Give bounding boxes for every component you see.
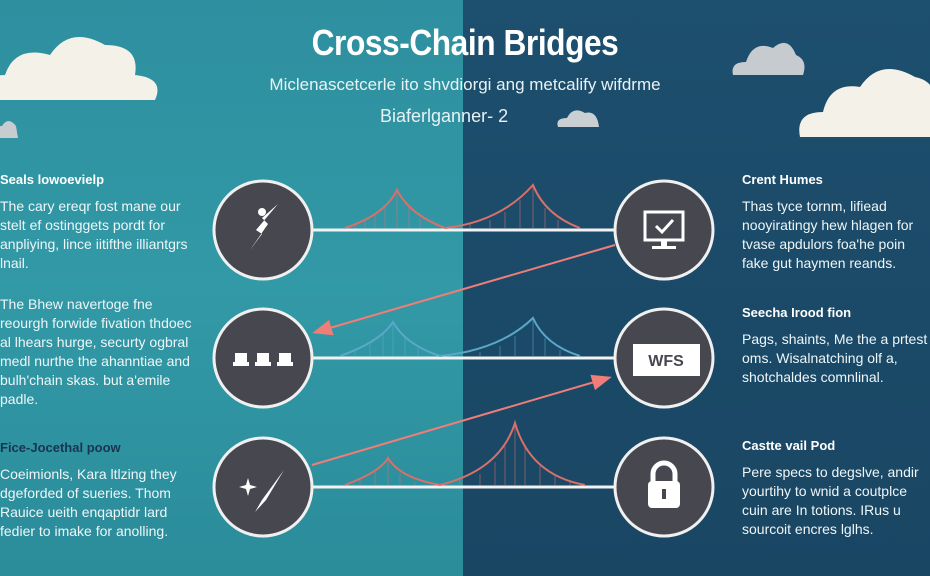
section-body: The Bhew navertoge fne reourgh forwide f…: [0, 296, 192, 407]
arrow-connector: [312, 244, 616, 336]
section-heading: Fice-Jocethal poow: [0, 440, 121, 455]
cloud-icon: [732, 42, 805, 75]
cloud-icon: [0, 121, 18, 138]
subtitle: Miclenascetcerle ito shvdiorgi ang metca…: [269, 75, 661, 94]
page-title: Cross-Chain Bridges: [311, 22, 619, 63]
right-section-3: Castte vail Pod Pere specs to degslve, a…: [742, 438, 930, 539]
left-section-1: Seals lowoevielp The cary ereqr fost man…: [0, 172, 200, 273]
section-body: Pags, shaints, Me the a prtest oms. Wisa…: [742, 331, 928, 385]
section-body: Coeimionls, Kara ltlzing they dgeforded …: [0, 466, 177, 539]
subtitle-secondary: Biaferlganner- 2: [380, 106, 509, 126]
sparkle-tool-icon: [212, 436, 314, 538]
section-heading: Crent Humes: [742, 172, 823, 187]
right-section-2: Seecha Irood fion Pags, shaints, Me the …: [742, 305, 930, 387]
section-body: The cary ereqr fost mane our stelt ef os…: [0, 198, 188, 271]
section-body: Thas tyce tornm, lifiead nooyiratingy he…: [742, 198, 914, 271]
monitor-check-icon: [613, 179, 715, 281]
section-heading: Seals lowoevielp: [0, 172, 105, 187]
section-body: Pere specs to degslve, andir yourtihy to…: [742, 464, 919, 537]
cloud-icon: [557, 110, 599, 127]
wfs-label: WFS: [648, 353, 684, 370]
cloud-icon: [0, 37, 158, 100]
right-section-1: Crent Humes Thas tyce tornm, lifiead noo…: [742, 172, 930, 273]
wfs-badge-icon: WFS: [613, 307, 715, 409]
padlock-icon: [613, 436, 715, 538]
section-heading: Seecha Irood fion: [742, 305, 852, 320]
rocket-icon: [212, 179, 314, 281]
servers-icon: [212, 307, 314, 409]
bridge-row-3: [313, 419, 615, 489]
cloud-icon: [799, 69, 930, 137]
arrow-connector: [311, 374, 612, 466]
bridge-row-1: [313, 183, 615, 232]
bridge-row-2: [313, 316, 615, 360]
left-section-3: Fice-Jocethal poow Coeimionls, Kara ltlz…: [0, 440, 200, 541]
section-heading: Castte vail Pod: [742, 438, 836, 453]
left-section-2: The Bhew navertoge fne reourgh forwide f…: [0, 295, 200, 409]
